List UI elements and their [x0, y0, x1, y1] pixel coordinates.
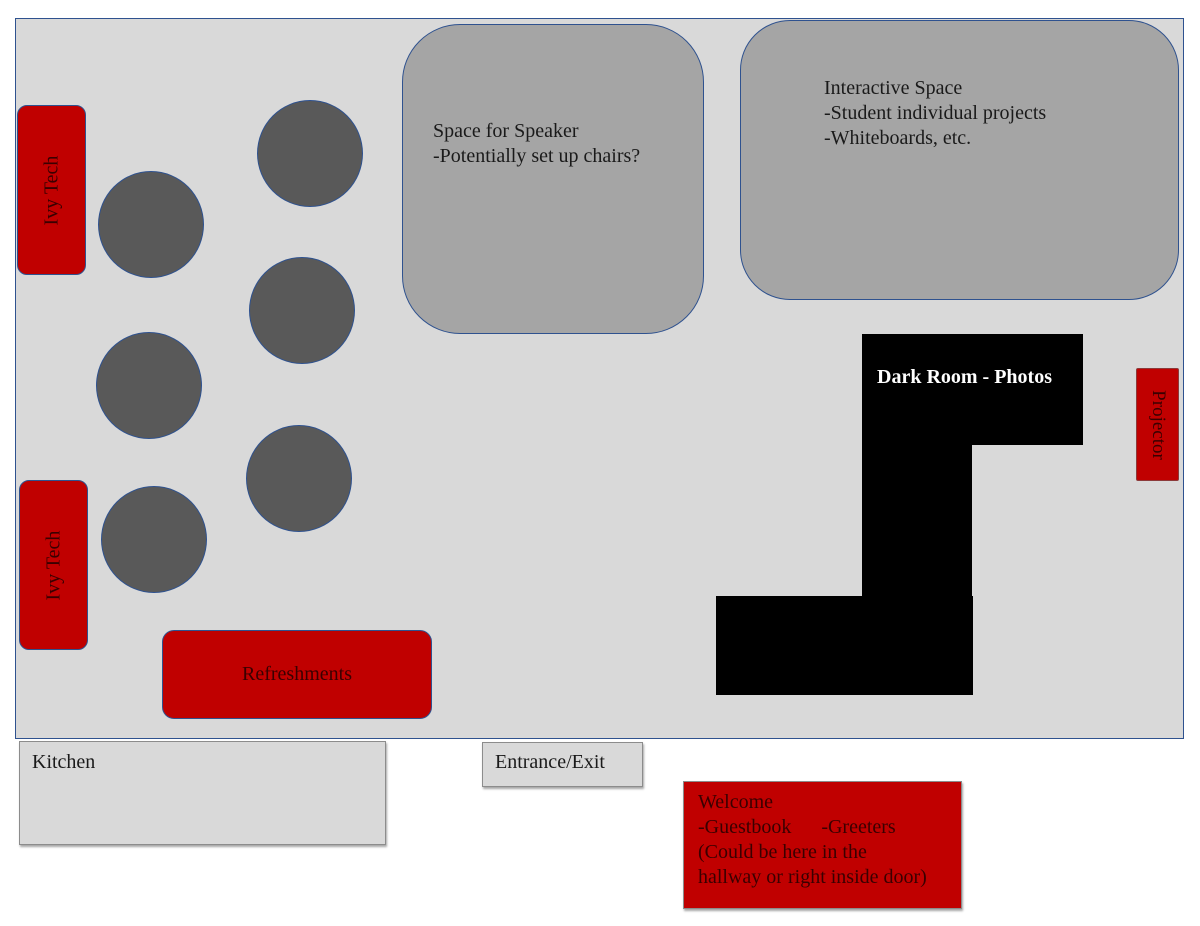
welcome-station: Welcome -Guestbook -Greeters (Could be h…	[683, 781, 962, 909]
round-table	[101, 486, 207, 593]
welcome-line: (Could be here in the	[698, 841, 867, 863]
kitchen: Kitchen	[19, 741, 386, 845]
entrance-exit: Entrance/Exit	[482, 742, 643, 787]
round-table	[246, 425, 352, 532]
round-table	[249, 257, 355, 364]
ivy-tech-station-top: Ivy Tech	[17, 105, 86, 275]
interactive-space: Interactive Space -Student individual pr…	[740, 20, 1179, 300]
welcome-line: -Guestbook -Greeters	[698, 816, 896, 838]
welcome-line: hallway or right inside door)	[698, 866, 927, 888]
entrance-exit-label: Entrance/Exit	[495, 751, 605, 773]
ivy-tech-label: Ivy Tech	[40, 155, 62, 225]
dark-room	[716, 596, 973, 695]
speaker-space-title: Space for Speaker	[433, 120, 579, 142]
dark-room-label: Dark Room - Photos	[877, 366, 1052, 388]
speaker-space: Space for Speaker -Potentially set up ch…	[402, 24, 704, 334]
interactive-space-line1: -Student individual projects	[824, 102, 1047, 124]
ivy-tech-label: Ivy Tech	[42, 530, 64, 600]
interactive-space-line2: -Whiteboards, etc.	[824, 127, 972, 149]
refreshments-table: Refreshments	[162, 630, 432, 719]
refreshments-label: Refreshments	[242, 663, 352, 685]
round-table	[257, 100, 363, 207]
interactive-space-title: Interactive Space	[824, 77, 963, 99]
round-table	[96, 332, 202, 439]
dark-room	[862, 440, 972, 600]
kitchen-label: Kitchen	[32, 751, 96, 773]
projector-station: Projector	[1136, 368, 1179, 481]
welcome-title: Welcome	[698, 791, 774, 813]
projector-label: Projector	[1147, 389, 1169, 460]
round-table	[98, 171, 204, 278]
speaker-space-note: -Potentially set up chairs?	[433, 145, 641, 167]
dark-room	[862, 334, 1083, 445]
ivy-tech-station-bottom: Ivy Tech	[19, 480, 88, 650]
